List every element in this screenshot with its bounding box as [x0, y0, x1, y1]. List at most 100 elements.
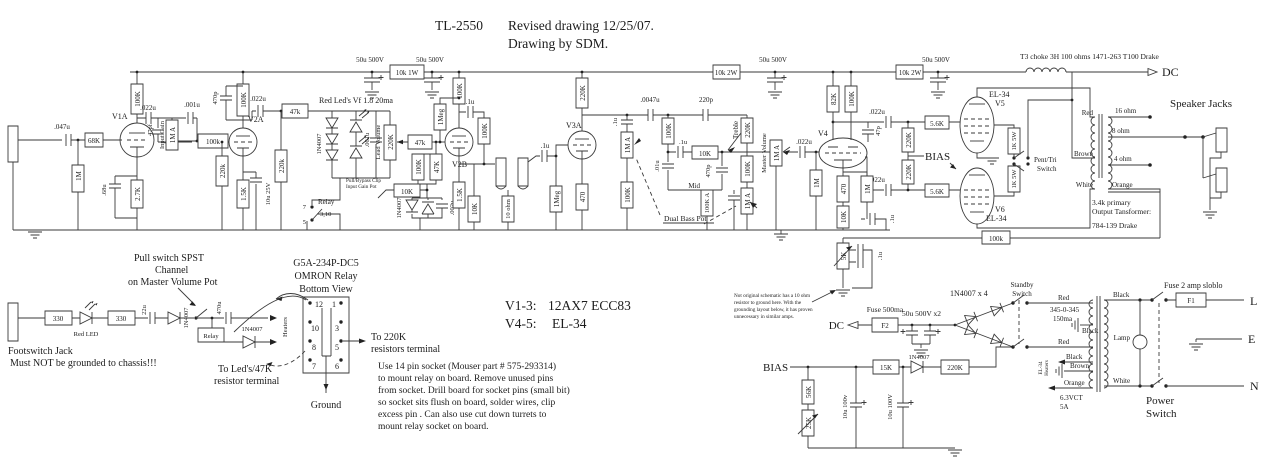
ot-secondary-coil [1108, 117, 1112, 189]
socket-pin-6: 6 [335, 362, 339, 371]
legend-v13-key: V1-3: [505, 298, 537, 313]
to-leds-note-2: resistor terminal [214, 376, 279, 387]
socket-note-2: to mount relay on board. Remove unused p… [378, 374, 553, 384]
bias-cap2-label: 10u 100V [887, 394, 894, 420]
legend-v45-value: EL-34 [552, 316, 587, 331]
ground-note-4: unnecessary in similar amps. [734, 314, 794, 320]
rail-resistor-2-label: 10k 2W [715, 69, 738, 77]
fs-r1-label: 330 [53, 315, 64, 323]
mains-fuse-note: Fuse 2 amp sloblo [1164, 281, 1222, 290]
tone-470p-label: 470p [705, 165, 712, 178]
pt-5a: 5A [1060, 403, 1069, 411]
dc-caps-label: 50u 500V x2 [902, 309, 941, 318]
pi-cap-top-label: .022u [869, 108, 885, 116]
pt-primary-coil [1104, 300, 1108, 388]
speaker-jacks-heading: Speaker Jacks [1170, 98, 1232, 110]
filter-cap-3-label: 50u 500V [759, 56, 787, 64]
bias-supply-label: BIAS [763, 362, 788, 374]
v2a-plate-resistor-label: 100K [240, 92, 248, 108]
ot-8ohm: 8 ohm [1112, 127, 1130, 135]
led-clipper: Red Led's Vf 1.8 20ma 1N4007 .001u 220K … [303, 96, 456, 230]
mains-e: E [1248, 332, 1255, 346]
ot-brown: Brown [1074, 150, 1094, 158]
lamp-label: Lamp [1114, 334, 1131, 342]
tone-treble-cap-label: 220p [699, 96, 714, 104]
ground-rail [13, 230, 890, 241]
pi-tail-470-label: 470 [840, 183, 848, 194]
fx-send-resistor-label: 10K [471, 203, 479, 215]
treble-pot-value: 220K [744, 122, 752, 138]
pt-orange: Orange [1064, 379, 1085, 387]
tone-mid-cap-label: .1u [679, 139, 688, 146]
standby-label-2: Switch [1012, 290, 1032, 298]
pt-heater-note-2: Heaters [1044, 360, 1050, 376]
socket-heading-1: G5A-234P-DC5 [293, 258, 359, 269]
pt-hv: 345-0-345 [1050, 306, 1080, 314]
v6-type: EL-34 [986, 214, 1006, 223]
ot-primary-coil [1091, 117, 1095, 189]
v2b-fb-resistor-label: 100K [481, 123, 489, 139]
output-stage: EL-34 V5 V6 EL-34 1K 5W 1K 5W Pent/Tri S… [960, 88, 1095, 228]
fs-r2-label: 330 [116, 315, 127, 323]
clipper-diode-label: 1N4007 [316, 133, 323, 155]
pi-plate2-label: 100K [848, 91, 856, 107]
socket-pin-1: 1 [332, 300, 336, 309]
mains-l: L [1250, 294, 1257, 308]
socket-pin-7: 7 [312, 362, 316, 371]
pt-red1: Red [1058, 294, 1070, 302]
socket-pin-12: 12 [315, 300, 323, 309]
v1a-cathode-resistor-label: 2.7K [134, 187, 142, 201]
standby-label-1: Standby [1011, 281, 1034, 289]
fs-cap1-label: 22u [141, 304, 148, 315]
bias-15k-label: 15K [880, 364, 892, 372]
socket-to220k-2: resistors terminal [371, 344, 440, 355]
legend-v13-value: 12AX7 ECC83 [548, 298, 631, 313]
pi-stop1-label: 5.6K [930, 120, 944, 128]
dc-supply: DC Fuse 500ma F2 50u 500V x2 1N4007 x 4 [829, 289, 1013, 357]
fs-led-label: Red LED [74, 331, 99, 338]
fx-return-cap-label: .1u [541, 142, 550, 150]
rail-resistor-1 [390, 65, 424, 79]
pt-heater-note-1: EL-34 [1038, 361, 1044, 375]
tone-slope-cap-label: .0047u [640, 96, 660, 104]
clip-r2-label: 47K [433, 161, 441, 173]
choke-coil [1026, 68, 1066, 72]
fs-cap2-label: 470u [216, 301, 223, 315]
title-revision: Revised drawing 12/25/07. [508, 18, 654, 33]
title-author: Drawing by SDM. [508, 36, 608, 51]
v2a-series-resistor-label: 47k [290, 108, 301, 116]
pi-bias2-label: 220K [905, 164, 913, 180]
dc-fuse-label: Fuse 500ma [867, 305, 904, 314]
socket-note: Use 14 pin socket (Mouser part # 575-293… [378, 361, 570, 432]
pt-white: White [1113, 377, 1130, 385]
dc-supply-label: DC [829, 320, 844, 332]
socket-pin-3: 3 [335, 324, 339, 333]
filter-cap-1-label: 50u 500V [356, 56, 384, 64]
bias-cap1-label: 10u 100v [842, 394, 849, 419]
pi-plate1-label: 82K [830, 93, 838, 105]
clip-d2-label: 1N4007 [396, 197, 403, 219]
v1a-bypass-cap-label: .001u [184, 101, 200, 109]
bias-diode-label: 1N4007 [909, 354, 931, 361]
power-section: Standby Switch Red 345-0-345 150ma Black… [1011, 281, 1259, 420]
v1a-input-cap-label: .047u [54, 123, 70, 131]
pull-note-1: Pull/Bypass Clip [346, 178, 381, 184]
v2a-plate-cap-label: 470p [212, 92, 219, 105]
pi-tail-1m-label: 1M [864, 183, 872, 194]
v2b-cathode-resistor-label: 1.5K [456, 188, 464, 202]
v1a-bright-cap-label: 47pf [147, 123, 154, 136]
bias-pot [802, 410, 814, 436]
v4-label: V4 [818, 129, 828, 138]
speaker-jack-1 [1216, 128, 1227, 152]
socket-to220k-1: To 220K [371, 332, 407, 343]
tube-v5 [960, 97, 994, 153]
filter-cap-1: 50u 500V [356, 56, 384, 99]
socket-pin-8: 8 [312, 343, 316, 352]
fx-pad-resistor-label: 10 ohm [505, 199, 512, 219]
v1a-output-resistor-label: 100k [206, 138, 221, 146]
clip-r3-label: 10K [401, 188, 413, 196]
treble-name: Treble [732, 121, 740, 139]
v1a-grid-resistor-label: 1M [75, 170, 83, 181]
socket-ground-label: Ground [311, 400, 342, 411]
v3a-label: V3A [566, 121, 582, 130]
